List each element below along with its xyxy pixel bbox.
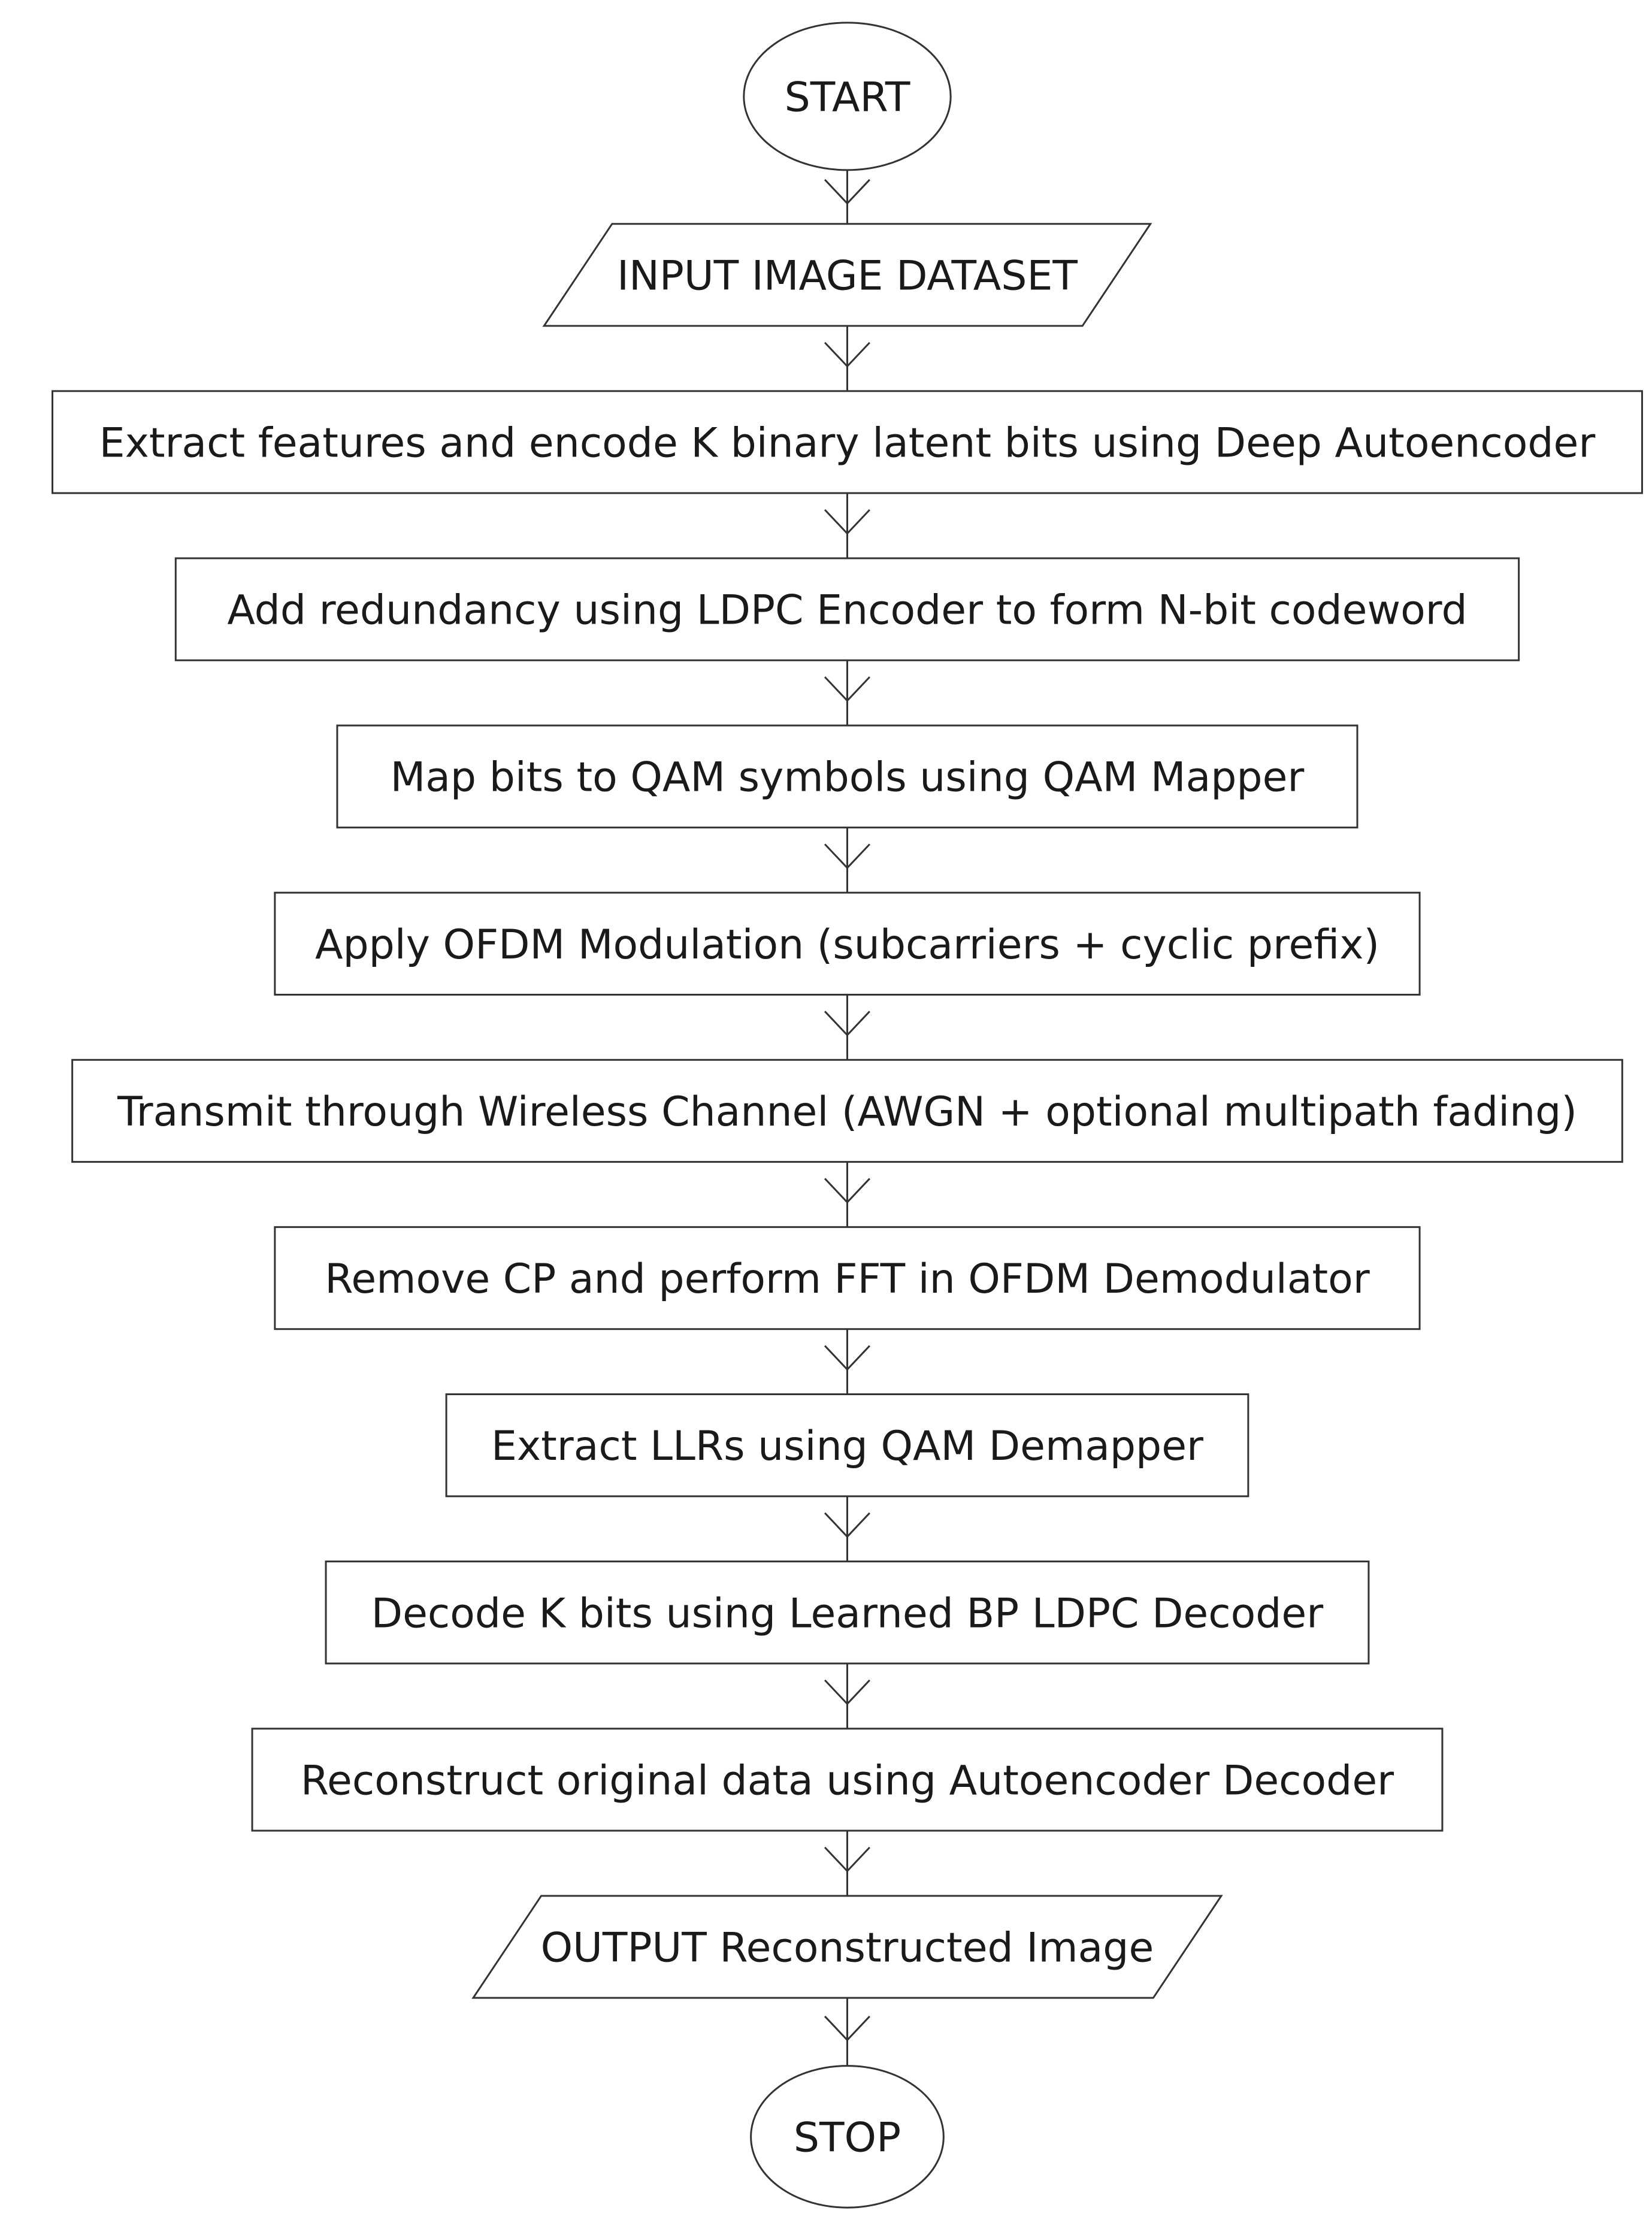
node-ldpc-decode-label: Decode K bits using Learned BP LDPC Deco… bbox=[371, 1590, 1324, 1637]
node-ofdm-demod: Remove CP and perform FFT in OFDM Demodu… bbox=[274, 1226, 1421, 1330]
arrowhead-icon bbox=[824, 1178, 870, 1204]
connector-transmit-to-ofdm-demod bbox=[824, 1162, 870, 1227]
node-extract-features-label: Extract features and encode K binary lat… bbox=[99, 419, 1596, 467]
node-ofdm-demod-label: Remove CP and perform FFT in OFDM Demodu… bbox=[325, 1256, 1370, 1303]
node-stop: STOP bbox=[750, 2065, 945, 2209]
connector-ofdm-mod-to-transmit bbox=[824, 994, 870, 1060]
connector-input-to-extract-features bbox=[824, 326, 870, 391]
node-ldpc-decode-box bbox=[325, 1560, 1370, 1665]
node-start: START bbox=[743, 22, 952, 171]
node-extract-features: Extract features and encode K binary lat… bbox=[52, 390, 1643, 494]
arrowhead-icon bbox=[824, 1011, 870, 1037]
node-transmit-box bbox=[71, 1058, 1623, 1163]
node-ldpc-encode-box bbox=[174, 557, 1520, 661]
connector-reconstruct-to-output bbox=[824, 1831, 870, 1896]
node-transmit-label: Transmit through Wireless Channel (AWGN … bbox=[117, 1088, 1577, 1136]
arrowhead-icon bbox=[824, 843, 870, 870]
node-input-label: INPUT IMAGE DATASET bbox=[617, 252, 1078, 300]
node-reconstruct: Reconstruct original data using Autoenco… bbox=[251, 1728, 1444, 1832]
nodes: START INPUT IMAGE DATASET Extract features… bbox=[52, 22, 1643, 2209]
node-qam-map: Map bits to QAM symbols using QAM Mapper bbox=[336, 724, 1358, 828]
connector-output-to-stop bbox=[824, 1998, 870, 2066]
arrowhead-icon bbox=[824, 341, 870, 368]
connector-ldpc-decode-to-reconstruct bbox=[824, 1663, 870, 1729]
node-input: INPUT IMAGE DATASET bbox=[542, 223, 1152, 327]
arrowhead-icon bbox=[824, 2015, 870, 2042]
node-ofdm-mod: Apply OFDM Modulation (subcarriers + cyc… bbox=[274, 891, 1421, 996]
node-start-ellipse bbox=[743, 22, 952, 171]
arrowhead-icon bbox=[824, 1846, 870, 1873]
connector-qam-map-to-ofdm-mod bbox=[824, 827, 870, 893]
node-ofdm-mod-box bbox=[274, 891, 1421, 996]
node-ldpc-encode: Add redundancy using LDPC Encoder to for… bbox=[174, 557, 1520, 661]
node-reconstruct-box bbox=[251, 1728, 1444, 1832]
node-start-label: START bbox=[785, 74, 910, 121]
node-extract-features-box bbox=[52, 390, 1643, 494]
node-qam-demap-label: Extract LLRs using QAM Demapper bbox=[491, 1423, 1203, 1470]
node-transmit: Transmit through Wireless Channel (AWGN … bbox=[71, 1058, 1623, 1163]
arrowhead-icon bbox=[824, 179, 870, 205]
node-ldpc-encode-label: Add redundancy using LDPC Encoder to for… bbox=[227, 587, 1467, 634]
node-qam-map-label: Map bits to QAM symbols using QAM Mapper bbox=[391, 754, 1305, 802]
connector-extract-features-to-ldpc-encode bbox=[824, 493, 870, 558]
connector-qam-demap-to-ldpc-decode bbox=[824, 1496, 870, 1562]
node-stop-label: STOP bbox=[794, 2114, 901, 2161]
node-output-parallelogram bbox=[471, 1895, 1223, 1999]
arrowhead-icon bbox=[824, 509, 870, 535]
connector-ofdm-demod-to-qam-demap bbox=[824, 1329, 870, 1395]
node-ofdm-demod-box bbox=[274, 1226, 1421, 1330]
node-ofdm-mod-label: Apply OFDM Modulation (subcarriers + cyc… bbox=[315, 921, 1379, 969]
connector-ldpc-encode-to-qam-map bbox=[824, 660, 870, 726]
node-qam-demap-box bbox=[445, 1393, 1249, 1498]
connector-start-to-input bbox=[824, 170, 870, 224]
node-qam-demap: Extract LLRs using QAM Demapper bbox=[445, 1393, 1249, 1498]
node-ldpc-decode: Decode K bits using Learned BP LDPC Deco… bbox=[325, 1560, 1370, 1665]
node-output-label: OUTPUT Reconstructed Image bbox=[541, 1924, 1154, 1971]
node-output: OUTPUT Reconstructed Image bbox=[471, 1895, 1223, 1999]
arrowhead-icon bbox=[824, 1345, 870, 1371]
node-reconstruct-label: Reconstruct original data using Autoenco… bbox=[301, 1757, 1394, 1804]
arrowhead-icon bbox=[824, 676, 870, 702]
arrowhead-icon bbox=[824, 1679, 870, 1705]
node-qam-map-box bbox=[336, 724, 1358, 828]
node-stop-ellipse bbox=[750, 2065, 945, 2209]
arrowhead-icon bbox=[824, 1512, 870, 1538]
node-input-parallelogram bbox=[542, 223, 1152, 327]
connectors bbox=[824, 170, 870, 2066]
